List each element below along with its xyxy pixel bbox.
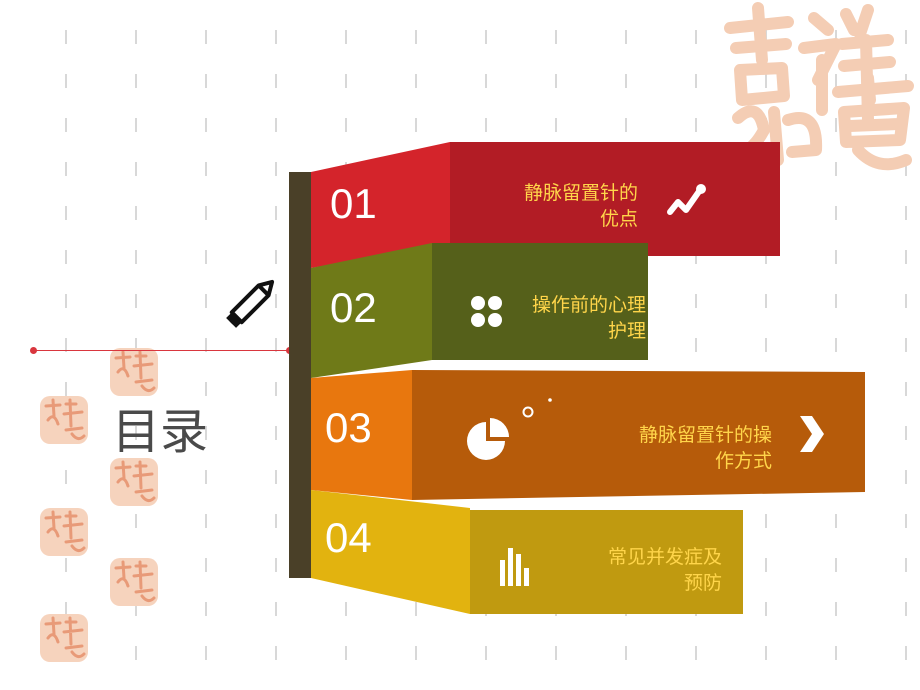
ribbon-back-03: [412, 370, 865, 500]
bar-chart-icon: [500, 548, 529, 586]
ribbon-back-02: [432, 243, 648, 360]
item-label-03[interactable]: 静脉留置针的操 作方式: [580, 422, 772, 474]
seal-stamp: [40, 396, 88, 444]
item-label-04[interactable]: 常见并发症及 预防: [560, 544, 722, 596]
item-label-02-line1: 操作前的心理: [531, 294, 646, 316]
item-label-01-line1: 静脉留置针的: [523, 182, 638, 204]
item-number-04: 04: [325, 514, 372, 561]
item-label-03-line2: 作方式: [714, 450, 772, 472]
ribbon-front-04: [311, 490, 470, 614]
item-label-04-line2: 预防: [683, 572, 722, 594]
line-chart-icon: [667, 184, 706, 215]
pencil-icon: [226, 279, 275, 328]
calligraphy-seal-large: [722, 2, 914, 171]
ribbon-front-02: [311, 243, 432, 378]
seal-stamp: [110, 458, 158, 506]
ribbon-back-04: [470, 510, 743, 614]
item-label-01[interactable]: 静脉留置针的 优点: [470, 180, 638, 232]
timeline-pole: [289, 172, 311, 578]
ribbon-back-01: [450, 142, 780, 256]
item-label-03-line1: 静脉留置针的操: [638, 424, 772, 446]
four-dots-icon: [471, 296, 502, 327]
item-label-01-line2: 优点: [599, 208, 638, 230]
pie-chart-icon: [467, 398, 552, 460]
seal-stamp: [40, 614, 88, 662]
item-number-01: 01: [330, 180, 377, 227]
accent-line: [33, 350, 291, 351]
item-label-04-line1: 常见并发症及: [607, 546, 722, 568]
ribbon-front-01: [311, 142, 450, 268]
seal-stamp: [110, 558, 158, 606]
item-label-02-line2: 护理: [607, 320, 646, 342]
item-number-03: 03: [325, 404, 372, 451]
accent-dot-left: [30, 347, 37, 354]
item-label-02[interactable]: 操作前的心理 护理: [500, 292, 646, 344]
chevron-right-icon[interactable]: [796, 414, 826, 454]
seal-stamp: [40, 508, 88, 556]
ribbon-front-03: [311, 370, 412, 500]
page-title: 目录: [112, 404, 209, 460]
seal-stamp: [110, 348, 158, 396]
item-number-02: 02: [330, 284, 377, 331]
